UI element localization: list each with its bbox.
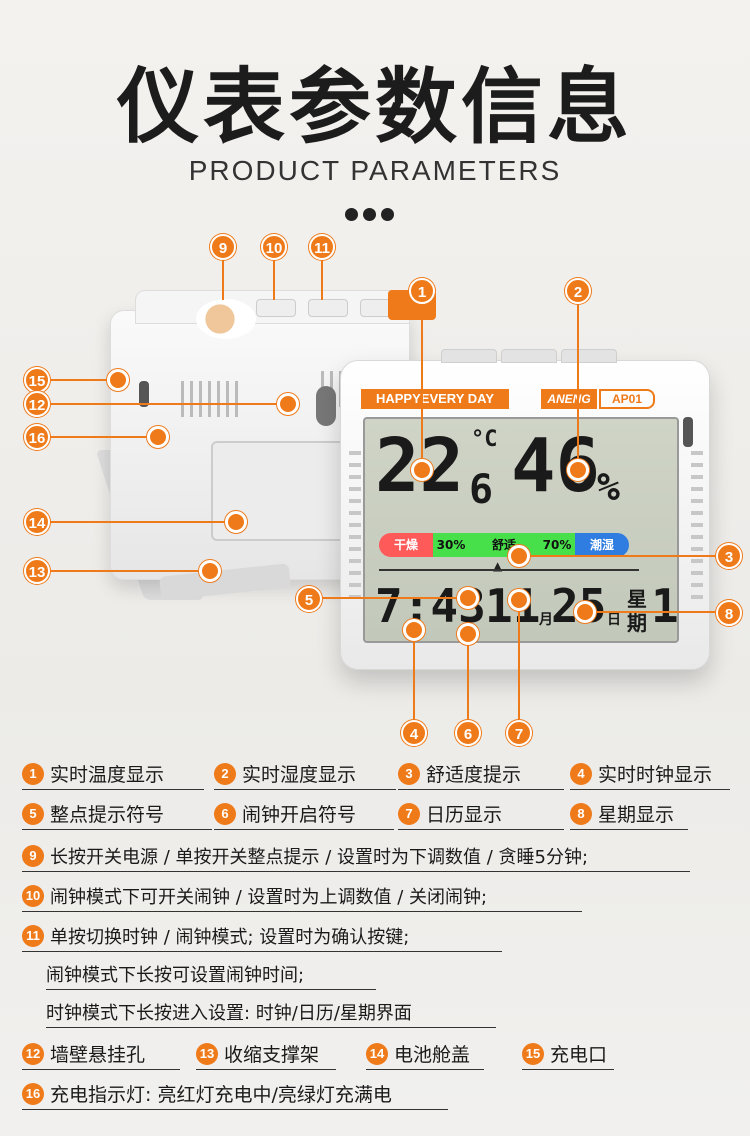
comfort-bar: 干燥 30% 舒适 70% 潮湿 (379, 533, 629, 557)
brand-bar: HAPPYEVERY DAY ANENG AP01 (361, 389, 691, 409)
month-unit: 月 (539, 612, 553, 628)
legend-row: 时钟模式下长按进入设置: 时钟/日历/星期界面 (22, 998, 732, 1028)
marker-16 (147, 426, 169, 448)
page-title: 仪表参数信息 (116, 60, 633, 155)
legend-row: 闹钟模式下长按可设置闹钟时间; (22, 960, 732, 990)
page-subtitle: PRODUCT PARAMETERS (188, 155, 562, 186)
callout-2: 2 (565, 278, 591, 304)
usb-port (683, 417, 693, 447)
marker-12 (277, 393, 299, 415)
week-label-2: 期 (627, 611, 647, 635)
marker-8 (574, 601, 596, 623)
button-10[interactable] (308, 299, 348, 317)
callout-12: 12 (24, 391, 50, 417)
happy-label: HAPPYEVERY DAY (361, 389, 509, 409)
callout-6: 6 (455, 720, 481, 746)
temperature-unit: °C (471, 427, 498, 452)
callout-10: 10 (261, 234, 287, 260)
device-front-view: HAPPYEVERY DAY ANENG AP01 22 6 °C 46 % 干… (340, 349, 710, 670)
front-top-button-3[interactable] (561, 349, 617, 363)
marker-6 (457, 623, 479, 645)
lcd-divider (379, 569, 639, 571)
humidity-unit: % (597, 465, 620, 509)
callout-1: 1 (409, 278, 435, 304)
marker-5 (457, 587, 479, 609)
vent-left (181, 381, 241, 417)
decorative-dots (345, 206, 405, 222)
side-vent-right (691, 451, 703, 601)
callout-15: 15 (24, 367, 50, 393)
cartoon-sticker (196, 299, 256, 339)
marker-13 (199, 560, 221, 582)
callout-13: 13 (24, 558, 50, 584)
model-label: AP01 (599, 389, 655, 409)
wall-hang-hole (316, 386, 336, 426)
lcd-screen: 22 6 °C 46 % 干燥 30% 舒适 70% 潮湿 ▲ 7:43 11 … (363, 417, 679, 643)
callout-8: 8 (716, 600, 742, 626)
brand-block: ANENG AP01 (541, 389, 661, 409)
comfort-segment: 干燥 (379, 533, 433, 557)
marker-1 (411, 459, 433, 481)
callout-14: 14 (24, 509, 50, 535)
marker-7 (508, 589, 530, 611)
comfort-segment: 30% (433, 533, 469, 557)
callout-11: 11 (309, 234, 335, 260)
front-top-button-2[interactable] (501, 349, 557, 363)
brand-logo: ANENG (541, 389, 597, 409)
marker-2 (567, 459, 589, 481)
marker-4 (403, 619, 425, 641)
marker-14 (225, 511, 247, 533)
device-top-edge (135, 290, 410, 339)
callout-3: 3 (716, 543, 742, 569)
week-label-1: 星 (627, 587, 647, 611)
side-vent-left (349, 451, 361, 601)
day-unit: 日 (607, 612, 621, 628)
legend-item: 时钟模式下长按进入设置: 时钟/日历/星期界面 (46, 998, 496, 1028)
comfort-indicator-icon: ▲ (493, 559, 503, 573)
callout-5: 5 (296, 586, 322, 612)
weekday-value: 1 (651, 579, 679, 633)
comfort-segment: 70% (539, 533, 575, 557)
callout-16: 16 (24, 424, 50, 450)
charge-port (139, 381, 149, 407)
button-9[interactable] (256, 299, 296, 317)
comfort-segment: 潮湿 (575, 533, 629, 557)
temperature-decimal: 6 (469, 467, 494, 513)
front-top-button-1[interactable] (441, 349, 497, 363)
marker-15 (107, 369, 129, 391)
callout-9: 9 (210, 234, 236, 260)
marker-3 (508, 545, 530, 567)
legend-item: 闹钟模式下长按可设置闹钟时间; (46, 960, 376, 990)
callout-7: 7 (506, 720, 532, 746)
callout-4: 4 (401, 720, 427, 746)
